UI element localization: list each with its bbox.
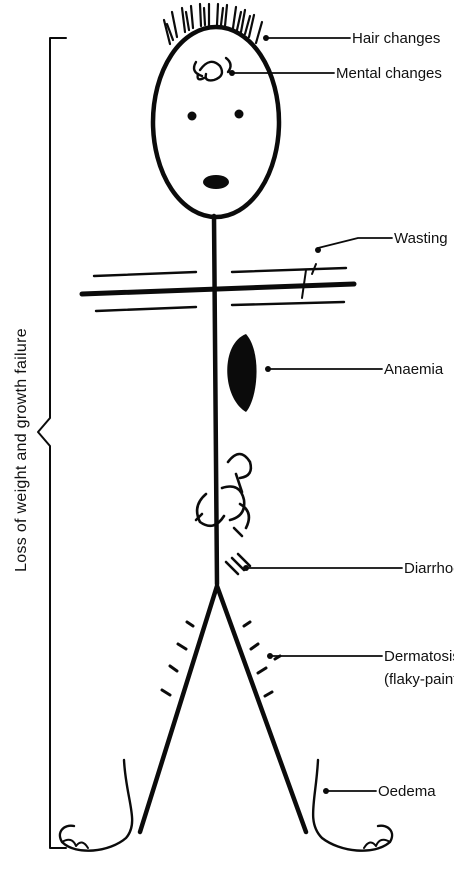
left-eye-icon (188, 112, 197, 121)
label-wasting: Wasting (394, 230, 448, 247)
right-foot-outline (313, 760, 392, 851)
leader-dots (229, 35, 329, 794)
dermatosis-flakes-icon (162, 622, 280, 696)
swirl-icon (194, 58, 231, 80)
body-line (214, 216, 217, 584)
leader-lines (232, 38, 402, 791)
arm-outline-upper (94, 268, 346, 276)
arm-outline-lower (96, 302, 344, 311)
label-hair-changes: Hair changes (352, 30, 440, 47)
right-eye-icon (235, 110, 244, 119)
label-mental-changes: Mental changes (336, 65, 442, 82)
label-dermatosis: Dermatosis (384, 648, 454, 665)
label-oedema: Oedema (378, 783, 436, 800)
arms-line (82, 284, 354, 294)
label-diarrhoea: Diarrhoea (404, 560, 454, 577)
legs-line (140, 586, 306, 832)
left-foot-outline (60, 760, 132, 851)
label-anaemia: Anaemia (384, 361, 444, 378)
anaemia-blob-icon (227, 334, 256, 412)
label-dermatosis-note: (flaky-paint) (384, 671, 454, 688)
diarrhoea-icon (226, 554, 250, 574)
growth-brace (38, 38, 66, 848)
intestine-icon (196, 454, 251, 536)
growth-failure-label: Loss of weight and growth failure (13, 328, 30, 572)
mouth-icon (203, 175, 229, 189)
